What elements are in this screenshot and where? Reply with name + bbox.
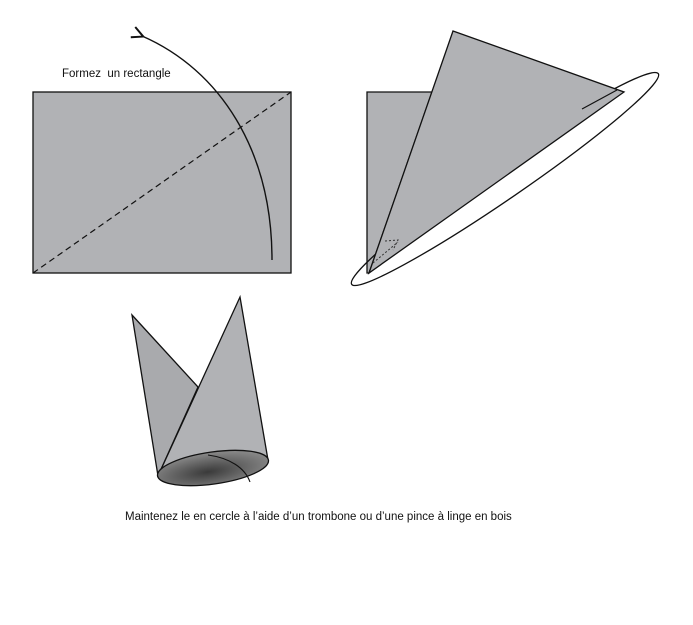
dotted-arrow (372, 239, 399, 264)
step1-rectangle (32, 36, 292, 274)
step3-caption: Maintenez le en cercle à l’aide d’un tro… (125, 511, 512, 523)
step3-cone (131, 294, 270, 487)
diagonal-fold-line (32, 91, 292, 274)
fold-arrow (142, 36, 273, 261)
step1-label: Formez un rectangle (62, 68, 171, 80)
step2-folded-triangle (350, 30, 660, 287)
